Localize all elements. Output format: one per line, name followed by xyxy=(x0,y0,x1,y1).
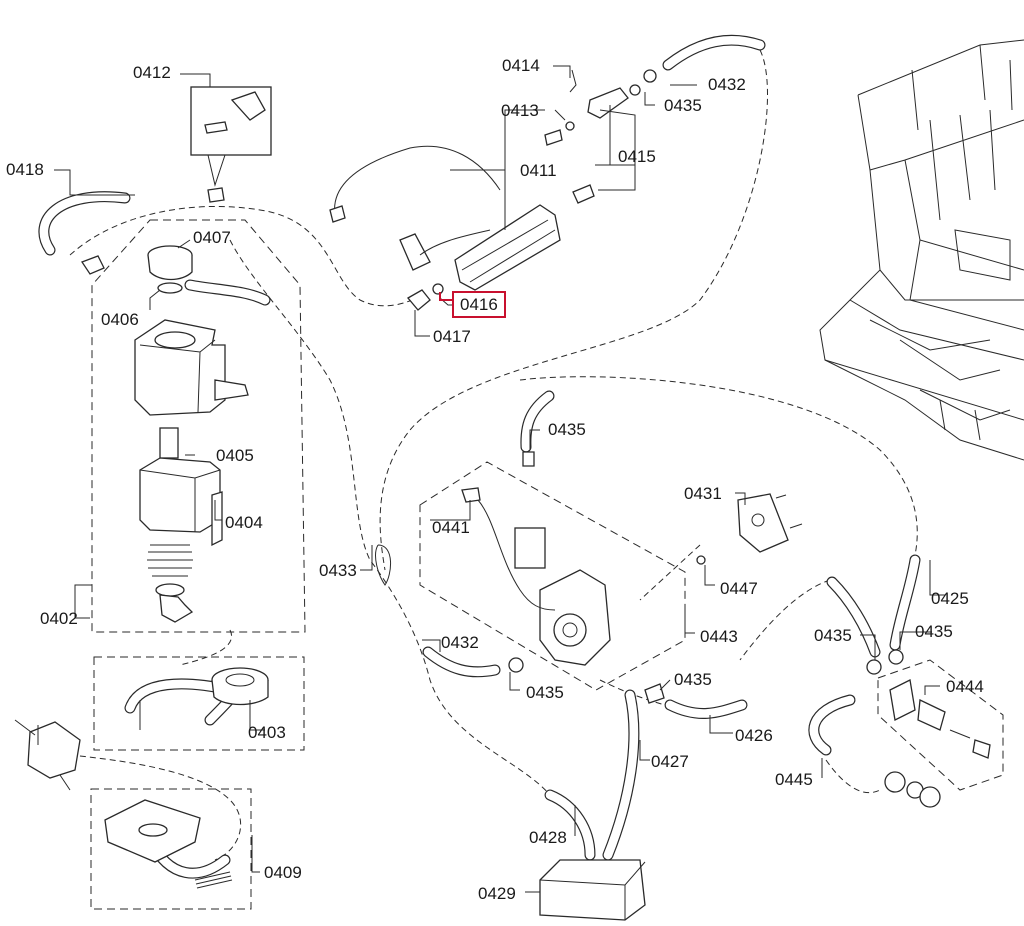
part-0405-pump xyxy=(139,427,223,547)
callout-0435-mid: 0435 xyxy=(674,670,712,689)
callout-0404: 0404 xyxy=(225,513,263,532)
callout-0447: 0447 xyxy=(720,579,758,598)
callout-0418: 0418 xyxy=(6,160,44,179)
callout-0443: 0443 xyxy=(700,627,738,646)
callout-0431: 0431 xyxy=(684,484,722,503)
machine-frame-drawing xyxy=(819,39,1024,461)
callout-0411: 0411 xyxy=(520,161,557,180)
callout-0444: 0444 xyxy=(946,677,984,696)
part-0445-coupling xyxy=(884,771,941,808)
callout-0402: 0402 xyxy=(40,609,78,628)
part-0404-spring-and-fitting xyxy=(147,544,194,623)
callout-0435-right-right: 0435 xyxy=(915,622,953,641)
callout-0433: 0433 xyxy=(319,561,357,580)
callout-0432-lower: 0432 xyxy=(441,633,479,652)
callout-0414: 0414 xyxy=(502,56,540,75)
assembly-boxes xyxy=(90,219,1004,910)
hose-routing-lines xyxy=(69,49,918,861)
part-0431-sensor-bracket xyxy=(696,493,803,565)
callout-0417: 0417 xyxy=(433,327,471,346)
nuts-0435 xyxy=(508,451,904,704)
callout-0407: 0407 xyxy=(193,228,231,247)
callout-0406: 0406 xyxy=(101,310,139,329)
hoses xyxy=(38,34,921,879)
part-0413-0414-0415-fittings xyxy=(544,69,657,204)
part-0409-drip-tray-pad xyxy=(104,799,233,889)
part-0416-0417-seals xyxy=(407,283,444,311)
part-0429-water-tank xyxy=(539,859,646,921)
callout-0432-top: 0432 xyxy=(708,75,746,94)
callout-0445: 0445 xyxy=(775,770,813,789)
callout-0409: 0409 xyxy=(264,863,302,882)
part-0412-clip-inset xyxy=(190,86,272,203)
highlight-leader-0416 xyxy=(439,292,452,301)
callout-0413: 0413 xyxy=(501,101,539,120)
part-0443-grinder-motor xyxy=(461,487,611,666)
callout-0425: 0425 xyxy=(931,589,969,608)
callout-0435-upper-mid: 0435 xyxy=(548,420,586,439)
callout-0429: 0429 xyxy=(478,884,516,903)
part-0411-heater-assembly xyxy=(329,145,561,291)
callout-0435-top: 0435 xyxy=(664,96,702,115)
callout-0403: 0403 xyxy=(248,723,286,742)
callout-0426: 0426 xyxy=(735,726,773,745)
part-0407-flow-meter xyxy=(81,245,193,294)
part-0402-pump-housing xyxy=(134,319,249,416)
callout-0441: 0441 xyxy=(432,518,470,537)
part-0403-valve-block xyxy=(14,667,269,791)
callout-0427: 0427 xyxy=(651,752,689,771)
callout-0428: 0428 xyxy=(529,828,567,847)
part-0444-valve xyxy=(889,679,991,759)
leader-lines xyxy=(54,65,945,893)
part-0433-clip xyxy=(375,544,391,586)
callout-0412: 0412 xyxy=(133,63,171,82)
callout-0415: 0415 xyxy=(618,147,656,166)
callout-0405: 0405 xyxy=(216,446,254,465)
callout-0435-lower: 0435 xyxy=(526,683,564,702)
callout-0435-right-left: 0435 xyxy=(814,626,852,645)
callout-0416-highlighted: 0416 xyxy=(452,291,506,318)
